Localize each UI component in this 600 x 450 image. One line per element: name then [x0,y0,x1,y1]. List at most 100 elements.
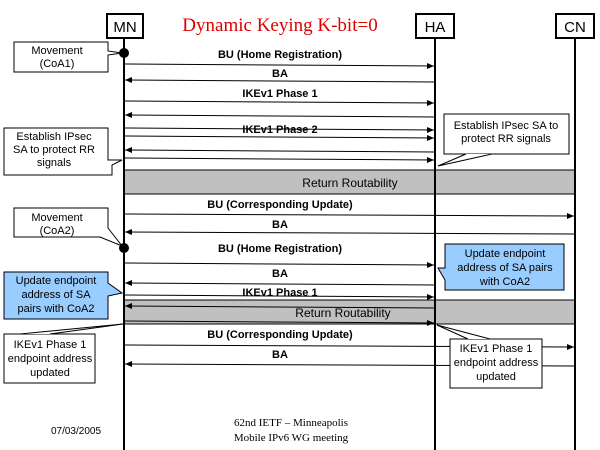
message-arrow-line [123,213,576,217]
return-routability-band-2: Return Routability [123,299,576,325]
note-movement-coa1: Movement (CoA1) [13,41,123,73]
note-line: address of SA pairs [457,262,553,274]
note-line: Update endpoint [465,248,546,260]
note-line: endpoint address [454,357,539,369]
message-4: IKEv1 Phase 2 [123,124,436,136]
band-label: Return Routability [295,306,390,320]
message-arrow-line [123,320,436,324]
arrowhead-icon [125,303,132,309]
bands-layer: Return Routability Return Routability [123,169,576,325]
note-line: Movement [31,212,82,224]
message-arrow-line [123,100,436,104]
message-label: BA [272,68,288,80]
message-arrow-line [123,127,436,131]
message-arrow-line [123,79,436,83]
callout-pointer [436,324,491,340]
message-14 [123,320,436,326]
note-update-endpoint-left: Update endpoint address of SA pairs with… [3,271,124,320]
note-line: Establish IPsec [16,131,92,143]
callout-shape [437,243,565,291]
entity-label: HA [425,19,446,36]
callout-box [443,113,570,155]
arrowhead-icon [125,77,132,83]
callout-shape [13,207,124,248]
note-line: endpoint address [8,353,93,365]
note-ikev1-updated-right: IKEv1 Phase 1 endpoint address updated [436,324,543,389]
entity-cn: CN [555,13,595,39]
message-label: IKEv1 Phase 1 [242,287,317,299]
footer-line-2: Mobile IPv6 WG meeting [234,432,349,444]
message-label: BU (Home Registration) [218,243,342,255]
message-9: BA [123,219,576,235]
message-label: BA [272,349,288,361]
message-2: IKEv1 Phase 1 [123,88,436,106]
band-rect [123,169,576,195]
note-establish-ipsec-right: Establish IPsec SA to protect RR signals [437,113,570,167]
arrowhead-icon [125,112,132,118]
arrowhead-icon [125,280,132,286]
message-arrow-line [123,135,436,139]
message-label: BU (Home Registration) [218,49,342,61]
message-11: BA [123,268,436,286]
band-rect [123,299,576,325]
callout-pointer [437,153,493,167]
arrowhead-icon [427,63,434,69]
message-label: BA [272,268,288,280]
arrowhead-icon [427,127,434,133]
arrowhead-icon [427,100,434,106]
entity-box [415,13,455,39]
message-arrow-line [123,63,436,67]
message-arrow-line [123,231,576,235]
note-line: signals [37,157,72,169]
messages-layer: BU (Home Registration) BA IKEv1 Phase 1 IKE… [123,49,576,367]
note-line: updated [476,371,516,383]
callout-pointer [19,323,124,335]
note-line: Update endpoint [16,275,97,287]
callout-box [449,338,543,389]
message-arrow-line [123,157,436,161]
note-line: Establish IPsec SA to [454,120,559,132]
arrowhead-icon [567,213,574,219]
note-line: updated [30,367,70,379]
footer-line-1: 62nd IETF – Minneapolis [234,417,348,429]
message-arrow-line [123,114,436,118]
message-label: IKEv1 Phase 2 [242,124,317,136]
note-line: pairs with CoA2 [17,303,94,315]
arrowhead-icon [125,361,132,367]
message-1: BA [123,68,436,83]
notes-layer: Movement (CoA1) Establish IPsec SA to pr… [3,41,570,389]
message-arrow-line [123,262,436,266]
note-line: IKEv1 Phase 1 [460,343,533,355]
message-12: IKEv1 Phase 1 [123,287,436,300]
message-label: IKEv1 Phase 1 [242,88,317,100]
arrowhead-icon [427,294,434,300]
movement-dot-coa1 [119,48,129,58]
callout-shape [13,41,123,73]
note-ikev1-updated-left: IKEv1 Phase 1 endpoint address updated [3,323,124,384]
callout-box [3,333,96,384]
message-arrow-line [123,282,436,286]
message-label: BA [272,219,288,231]
message-arrow-line [123,294,436,298]
message-7 [123,157,436,163]
return-routability-band-1: Return Routability [123,169,576,195]
note-movement-coa2: Movement (CoA2) [13,207,124,248]
message-label: BU (Corresponding Update) [207,329,353,341]
message-label: BU (Corresponding Update) [207,199,353,211]
message-10: BU (Home Registration) [123,243,436,268]
message-5 [123,135,436,141]
message-13 [123,303,436,309]
callout-shape [3,127,123,176]
footer-date: 07/03/2005 [51,426,101,437]
arrowhead-icon [427,157,434,163]
entity-label: MN [113,19,136,36]
note-line: (CoA2) [40,225,75,237]
note-line: IKEv1 Phase 1 [14,339,87,351]
arrowhead-icon [427,135,434,141]
arrowhead-icon [567,344,574,350]
message-8: BU (Corresponding Update) [123,199,576,219]
entity-box [106,13,144,39]
note-line: SA to protect RR [13,144,95,156]
arrowhead-icon [125,147,132,153]
